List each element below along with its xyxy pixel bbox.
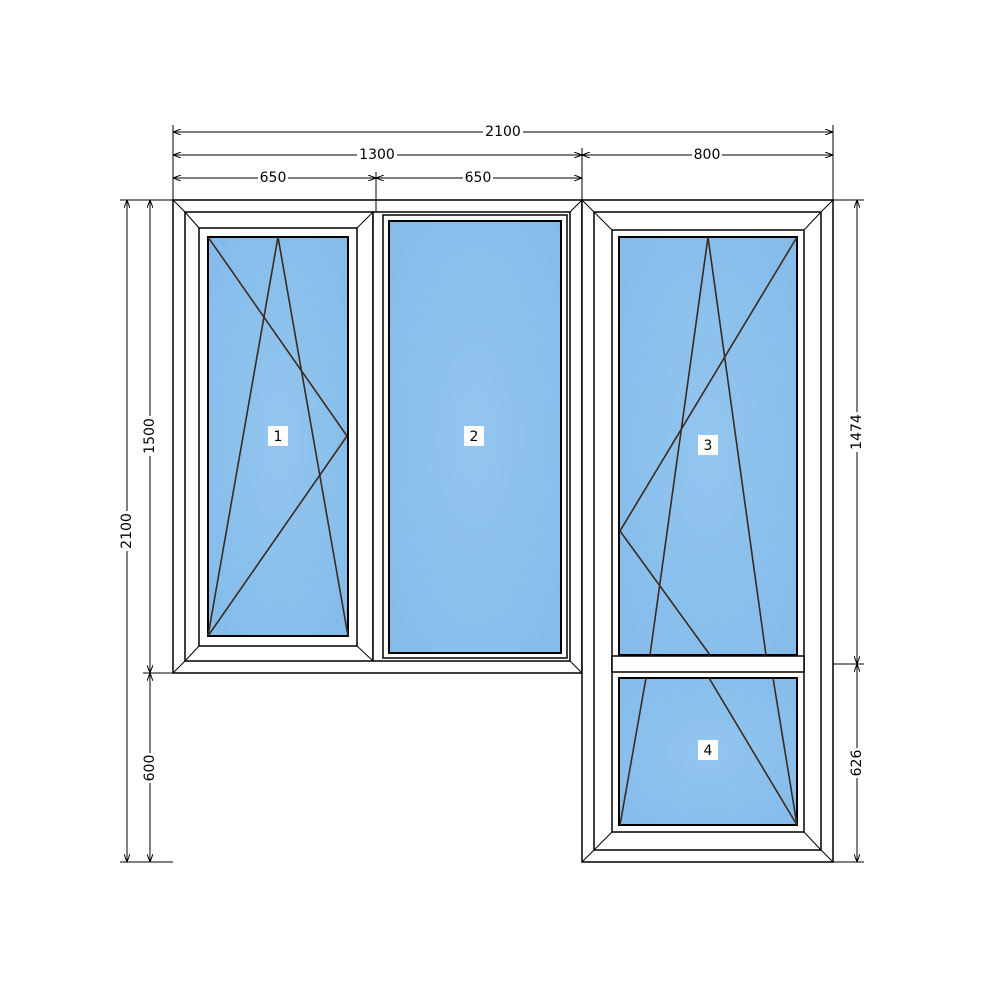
panel-label-4: 4 <box>704 743 713 759</box>
dim-total-width: 2100 <box>485 124 521 140</box>
sash-1[interactable]: 1 <box>184 211 374 662</box>
dim-left-unit-width: 1300 <box>359 147 395 163</box>
top-dimensions: 2100 1300 800 650 650 <box>172 124 834 212</box>
door-transom <box>611 655 805 673</box>
opening-lines-1 <box>207 236 349 637</box>
dim-total-height: 2100 <box>119 513 135 549</box>
dim-door-lower-height: 626 <box>849 750 865 777</box>
balcony-door[interactable]: 3 4 <box>581 199 834 863</box>
fixed-panel-2: 2 <box>372 211 571 662</box>
right-dimensions: 1474 626 <box>833 199 865 863</box>
dim-sill-height: 600 <box>142 755 158 782</box>
opening-lines-4-left <box>619 677 647 826</box>
panel-label-2: 2 <box>470 429 479 445</box>
opening-lines-4-right <box>772 677 798 826</box>
dim-door-width: 800 <box>694 147 721 163</box>
opening-lines-4-diag <box>708 677 798 826</box>
panel-label-1: 1 <box>274 429 283 445</box>
opening-lines-3-upper <box>649 236 767 656</box>
opening-lines-3-diag <box>619 236 798 656</box>
dim-door-upper-height: 1474 <box>849 414 865 450</box>
left-dimensions: 2100 1500 600 <box>119 199 173 863</box>
dim-sash1-width: 650 <box>260 170 287 186</box>
dim-sash2-width: 650 <box>465 170 492 186</box>
panel-label-3: 3 <box>704 438 713 454</box>
opening-lines-1-side <box>207 236 348 637</box>
dim-window-height: 1500 <box>142 418 158 454</box>
